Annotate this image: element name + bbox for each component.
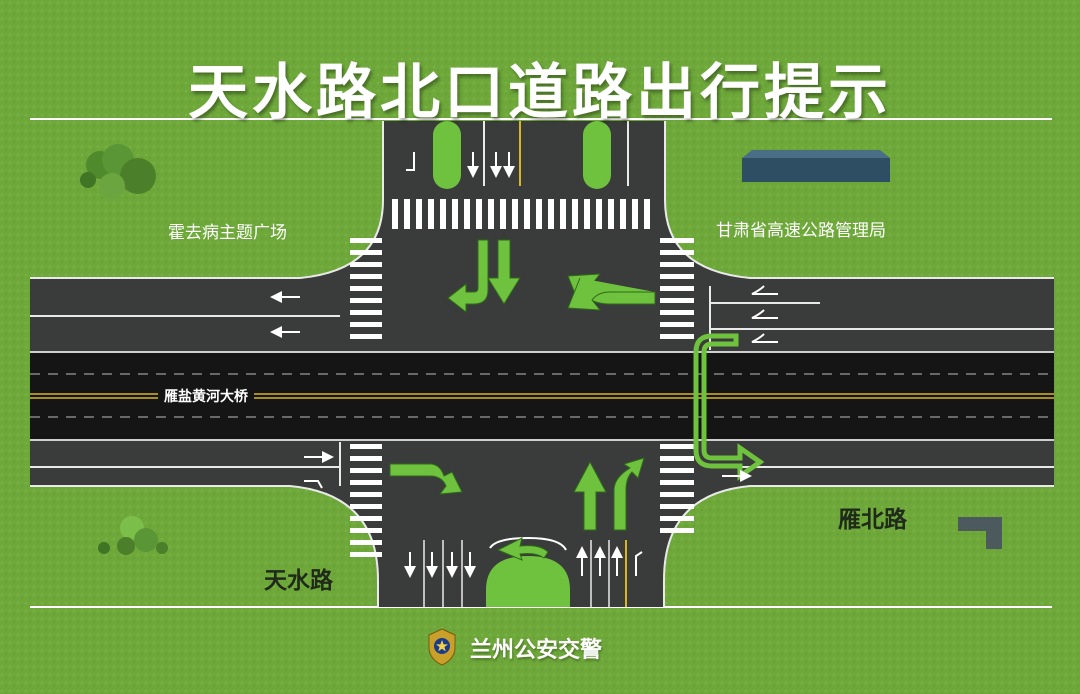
arrow-uturn-green (496, 537, 549, 561)
building-small (958, 517, 1002, 549)
crosswalk-southeast (660, 444, 694, 533)
crosswalk-north (392, 199, 650, 229)
corner-sw (290, 486, 378, 580)
tree-cluster-southwest (98, 516, 168, 555)
corner-ne (665, 200, 750, 278)
road-label-tianshui: 天水路 (264, 568, 333, 594)
edge-sw (30, 485, 379, 607)
arrow-south-right-turn (447, 239, 489, 314)
arrow-east-uturn (693, 333, 765, 481)
median-north-right (583, 121, 611, 189)
arrow-west-right (567, 277, 655, 311)
median-north-left (433, 121, 461, 189)
edge-se (663, 485, 1054, 607)
page-title: 天水路北口道路出行提示 (188, 58, 892, 128)
crosswalk-southwest (350, 444, 382, 557)
arrow-east-right (389, 463, 463, 495)
crosswalk-west (350, 238, 382, 339)
east-lane-arrows (722, 285, 778, 482)
uturn-marking (489, 536, 567, 551)
south-lane-arrows (404, 546, 643, 578)
building-bureau (742, 150, 890, 182)
place-label-plaza: 霍去病主题广场 (168, 223, 287, 243)
north-lane-arrows (406, 152, 515, 178)
median-south (486, 556, 570, 607)
crosswalk-east (660, 238, 694, 339)
road-label-bridge: 雁盐黄河大桥 (158, 386, 254, 406)
tree-cluster-northwest (80, 144, 156, 199)
corner-se (664, 486, 750, 580)
road-label-yanbei: 雁北路 (838, 507, 907, 533)
west-lane-arrows (270, 291, 334, 489)
place-label-bureau: 甘肃省高速公路管理局 (716, 221, 886, 241)
arrow-north-straight (573, 460, 607, 531)
footer-org: 兰州公安交警 (470, 638, 603, 663)
arrow-north-right (613, 457, 645, 531)
corner-nw (300, 200, 383, 278)
green-arrows (389, 239, 765, 531)
police-emblem-icon (428, 628, 456, 666)
arrow-south-straight (487, 239, 521, 305)
